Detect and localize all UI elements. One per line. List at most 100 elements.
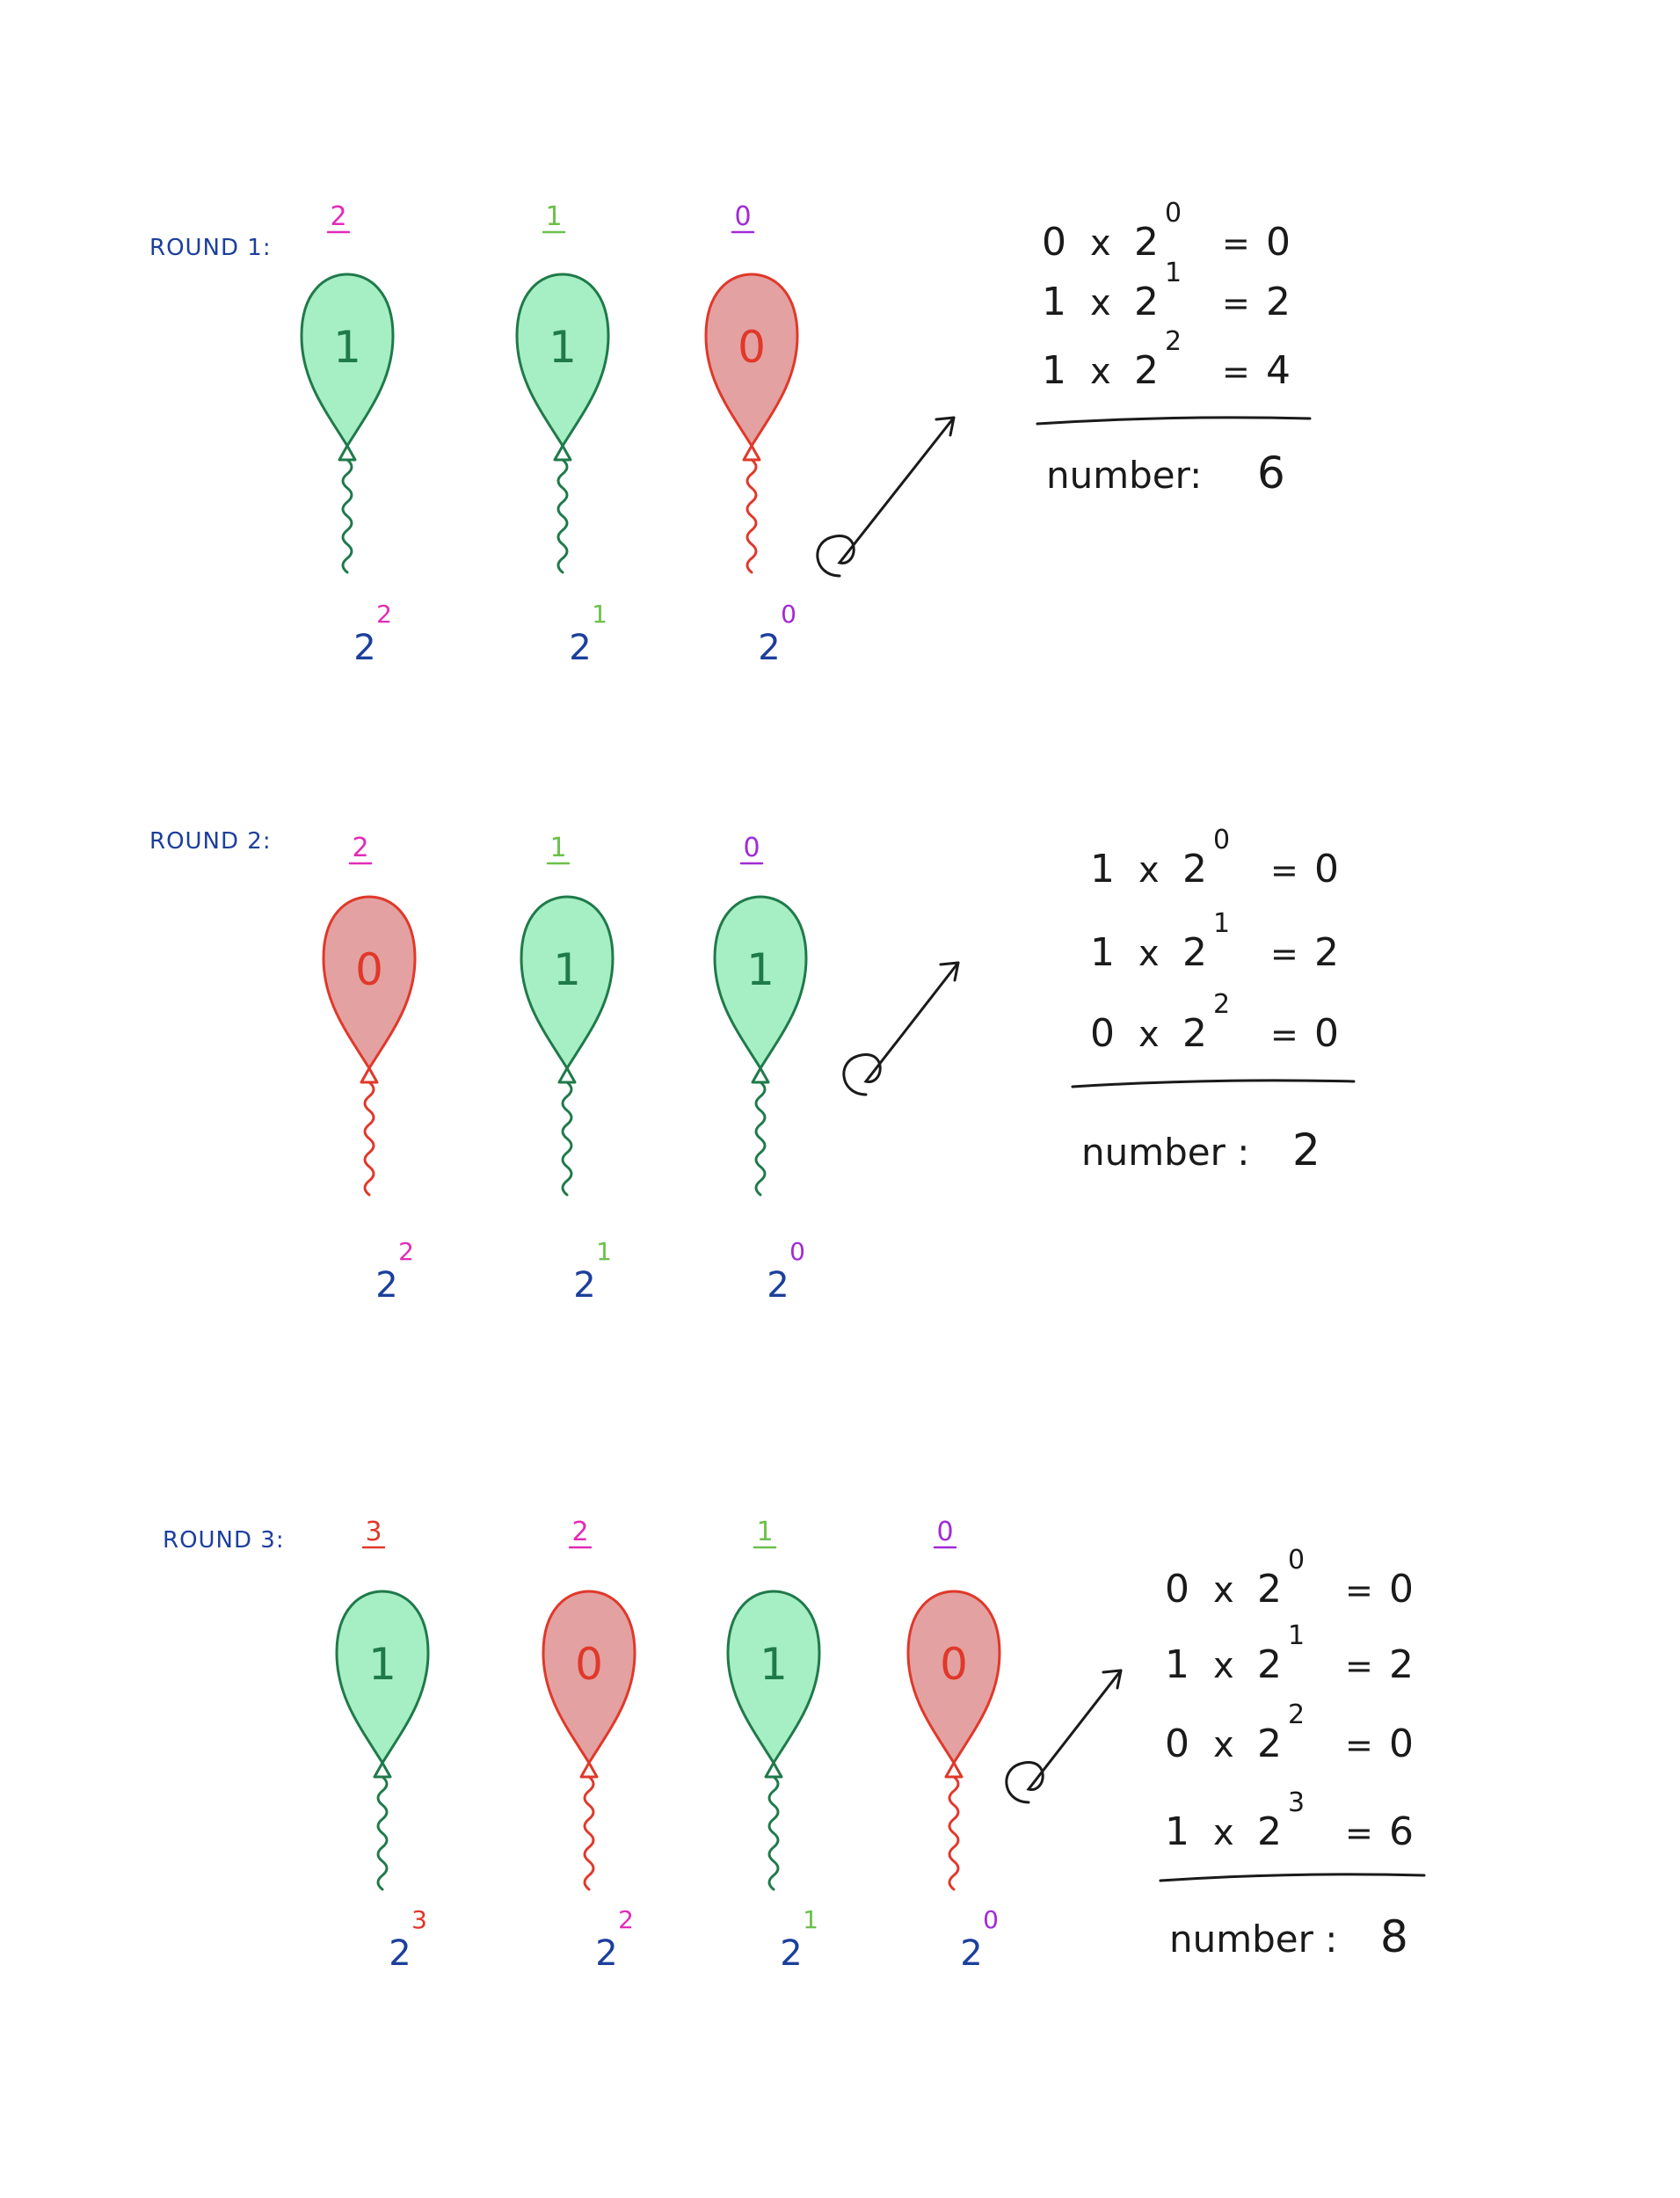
arrow-shaft <box>816 416 956 578</box>
balloon-knot <box>944 1761 964 1779</box>
balloon-knot <box>360 1066 379 1084</box>
balloon-index: 2 <box>330 201 346 232</box>
number-value: 6 <box>1257 448 1285 499</box>
eq-equals: = <box>1222 284 1250 323</box>
number-result: number :2 <box>1081 1124 1320 1175</box>
balloon-bit: 1 <box>553 944 581 995</box>
power-exponent: 3 <box>411 1905 427 1934</box>
eq-exponent: 1 <box>1213 908 1230 939</box>
eq-equals: = <box>1345 1647 1373 1685</box>
balloon-string <box>767 1775 780 1891</box>
eq-bit: 1 <box>1090 930 1115 975</box>
power-exponent: 2 <box>618 1905 634 1934</box>
eq-bit: 1 <box>1090 847 1115 892</box>
power-base: 2 <box>569 628 591 668</box>
power-exponent: 2 <box>376 600 392 629</box>
balloon-knot <box>764 1761 783 1779</box>
balloon-body <box>713 895 808 1070</box>
eq-exponent: 3 <box>1288 1787 1305 1818</box>
balloon-body <box>542 1590 636 1765</box>
balloon-index: 1 <box>756 1517 773 1547</box>
arrow-head <box>939 961 960 982</box>
balloon-body <box>300 273 395 448</box>
balloon-bit: 1 <box>760 1639 788 1690</box>
eq-base: 2 <box>1182 847 1207 892</box>
eq-exponent: 0 <box>1288 1545 1305 1576</box>
sum-line <box>1036 416 1312 426</box>
arrow-icon <box>1005 1669 1123 1804</box>
eq-bit: 0 <box>1090 1011 1115 1056</box>
balloon-string <box>556 458 569 574</box>
number-value: 8 <box>1380 1911 1408 1962</box>
balloon-bit: 1 <box>746 944 775 995</box>
eq-exponent: 1 <box>1288 1620 1305 1651</box>
number-label: number: <box>1046 454 1202 497</box>
eq-base: 2 <box>1257 1721 1282 1766</box>
balloon-string <box>754 1081 767 1197</box>
power-exponent: 1 <box>803 1905 818 1934</box>
balloon-bit: 1 <box>333 322 361 373</box>
balloon: 21 <box>300 201 395 574</box>
balloon-string <box>583 1775 595 1891</box>
eq-equals: = <box>1270 935 1298 973</box>
eq-result: 0 <box>1314 847 1339 892</box>
eq-result: 6 <box>1389 1809 1414 1854</box>
eq-bit: 1 <box>1165 1642 1189 1687</box>
number-label: number : <box>1169 1918 1337 1961</box>
balloon: 11 <box>726 1517 821 1891</box>
balloon-string <box>363 1081 375 1197</box>
balloon-index: 2 <box>571 1517 588 1547</box>
power-exponent: 0 <box>789 1237 805 1266</box>
power-of-two: 21 <box>573 1237 612 1306</box>
eq-equals: = <box>1222 224 1250 263</box>
power-of-two: 23 <box>389 1905 427 1974</box>
eq-exponent: 2 <box>1165 326 1182 357</box>
number-result: number: 6 <box>1046 448 1285 499</box>
eq-result: 4 <box>1266 348 1291 393</box>
balloon-body <box>704 273 799 448</box>
eq-times: x <box>1138 1015 1160 1055</box>
eq-base: 2 <box>1134 348 1159 393</box>
power-of-two: 20 <box>767 1237 805 1306</box>
eq-equals: = <box>1345 1726 1373 1765</box>
balloon-bit: 0 <box>575 1639 603 1690</box>
eq-exponent: 2 <box>1213 989 1230 1020</box>
eq-bit: 1 <box>1165 1809 1189 1854</box>
balloon-string <box>745 458 758 574</box>
eq-bit: 0 <box>1042 220 1066 265</box>
eq-base: 2 <box>1257 1642 1282 1687</box>
balloon-body <box>906 1590 1001 1765</box>
power-of-two: 21 <box>780 1905 818 1974</box>
power-base: 2 <box>595 1933 617 1974</box>
balloon: 20 <box>322 833 417 1197</box>
balloon-string <box>948 1775 960 1891</box>
eq-exponent: 1 <box>1165 258 1182 288</box>
eq-result: 0 <box>1389 1567 1414 1612</box>
eq-times: x <box>1213 1725 1234 1765</box>
balloon-index: 0 <box>734 201 751 232</box>
balloon-bit: 1 <box>368 1639 396 1690</box>
power-exponent: 2 <box>398 1237 414 1266</box>
power-of-two: 22 <box>375 1237 414 1306</box>
eq-base: 2 <box>1182 1011 1207 1056</box>
eq-equals: = <box>1222 353 1250 391</box>
eq-base: 2 <box>1257 1567 1282 1612</box>
balloon-index: 0 <box>936 1517 953 1547</box>
balloon-knot <box>557 1066 577 1084</box>
eq-result: 0 <box>1266 220 1291 265</box>
eq-bit: 1 <box>1042 280 1066 324</box>
eq-base: 2 <box>1257 1809 1282 1854</box>
eq-result: 0 <box>1389 1721 1414 1766</box>
eq-equals: = <box>1345 1814 1373 1852</box>
eq-exponent: 2 <box>1288 1699 1305 1730</box>
